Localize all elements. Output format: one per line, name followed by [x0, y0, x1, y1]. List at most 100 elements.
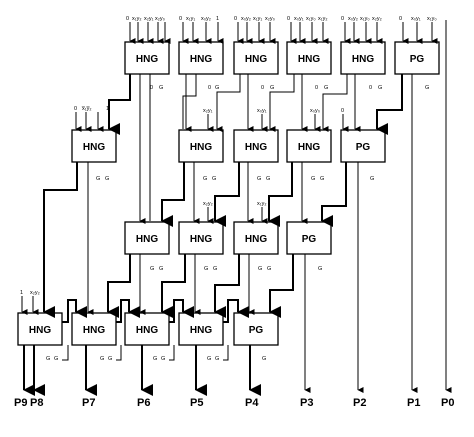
g-label: G: [105, 176, 109, 182]
inputs-r0-c0: 0 x₁y₂ x₂y₁ x₂y₀: [126, 16, 165, 22]
inputs-r0-c5: 0 x₀y₁ x₁y₀: [399, 16, 437, 22]
gate-hng-r3-c3: HNG: [178, 312, 224, 346]
input-label: 1: [106, 106, 109, 112]
wires-row3-carry: [62, 299, 249, 361]
gate-label: HNG: [136, 54, 158, 65]
gate-label: HNG: [298, 54, 320, 65]
wires-row2-to-row3: [107, 254, 311, 393]
g-label: G: [213, 266, 217, 272]
g-label: G: [204, 266, 208, 272]
input-label-r1-c3: x₀y₀: [310, 108, 320, 114]
g-label: G: [324, 85, 328, 91]
g-label: G: [266, 176, 270, 182]
input-label: x₂y₀: [265, 16, 275, 22]
gate-hng-r0-c0: HNG: [124, 41, 170, 75]
gate-pg-r1-c4: PG: [340, 129, 386, 163]
input-label: 0: [399, 16, 402, 22]
output-p2: P2: [353, 397, 366, 409]
zero-label: 0: [261, 85, 264, 91]
input-label: 0: [234, 16, 237, 22]
gate-label: PG: [249, 325, 264, 336]
input-label: 1: [216, 16, 219, 22]
gate-hng-r1-c1: HNG: [178, 129, 224, 163]
gate-label: HNG: [245, 54, 267, 65]
output-p0: P0: [441, 397, 454, 409]
gate-hng-r1-c0: HNG: [71, 129, 117, 163]
gate-label: HNG: [136, 325, 158, 336]
input-label: 0: [126, 16, 129, 22]
gate-label: HNG: [245, 234, 267, 245]
gate-label: HNG: [190, 54, 212, 65]
g-label: G: [270, 85, 274, 91]
gate-label: PG: [410, 54, 425, 65]
g-label: G: [159, 85, 163, 91]
g-label: G: [320, 176, 324, 182]
gate-pg-r2-c3: PG: [286, 221, 332, 255]
input-arrows-top: [21, 22, 438, 315]
input-label: 1: [20, 290, 23, 296]
input-label: x₀y₂: [348, 16, 358, 22]
gate-hng-r0-c2: HNG: [233, 41, 279, 75]
g-label: G: [378, 85, 382, 91]
g-label: G: [311, 176, 315, 182]
gate-pg-r3-c4: PG: [233, 312, 279, 346]
output-p4: P4: [245, 397, 259, 409]
gate-label: PG: [356, 142, 371, 153]
input-label-r2-c1: x₂y₂: [203, 201, 213, 207]
gate-hng-r2-c2: HNG: [233, 221, 279, 255]
output-labels: P9 P8 P7 P6 P5 P4 P3 P2 P1 P0: [14, 397, 454, 409]
input-label: x₁y₂: [318, 16, 328, 22]
garbage-labels: 0 G 0 G 0 G 0 G 0 G G G G G G G G G G G …: [46, 85, 429, 362]
input-label: 0: [74, 106, 77, 112]
input-label: x₂y₀: [155, 16, 165, 22]
zero-label: 0: [369, 85, 372, 91]
g-label: G: [215, 356, 219, 362]
gate-label: HNG: [83, 325, 105, 336]
input-label: x₀y₁: [294, 16, 304, 22]
output-p5: P5: [190, 397, 203, 409]
inputs-r0-c2: 0 x₀y₂ x₁y₁ x₂y₀: [234, 16, 275, 22]
gate-hng-r3-c2: HNG: [124, 312, 170, 346]
g-label: G: [153, 356, 157, 362]
input-label: x₁y₀: [306, 16, 316, 22]
gate-pg-r0-c5: PG: [394, 41, 440, 75]
g-label: G: [159, 266, 163, 272]
inputs-r3-c0: 1 x₂y₂: [20, 290, 40, 296]
wires-row1-to-row2: [43, 162, 364, 393]
input-label-r1-c1: x₂y₁: [203, 108, 213, 114]
output-p9: P9: [14, 397, 27, 409]
g-label: G: [108, 356, 112, 362]
gate-hng-r1-c2: HNG: [233, 129, 279, 163]
gate-hng-r0-c3: HNG: [286, 41, 332, 75]
g-label: G: [262, 356, 266, 362]
g-label: G: [150, 266, 154, 272]
g-label: G: [203, 176, 207, 182]
input-label: x₁y₀: [427, 16, 437, 22]
input-label: 0: [287, 16, 290, 22]
g-label: G: [212, 176, 216, 182]
gate-label: PG: [302, 234, 317, 245]
inputs-r0-c3: 0 x₀y₁ x₁y₀ x₁y₂: [287, 16, 328, 22]
zero-label: 0: [315, 85, 318, 91]
gate-label: HNG: [136, 234, 158, 245]
input-label: 0: [341, 16, 344, 22]
input-label: x̅₁y̅₂: [81, 106, 91, 112]
gate-label: HNG: [29, 325, 51, 336]
g-label: G: [46, 356, 50, 362]
gate-label: HNG: [245, 142, 267, 153]
input-label: x₁y₁: [186, 16, 195, 22]
zero-label: 0: [208, 85, 211, 91]
gate-hng-r1-c3: HNG: [286, 129, 332, 163]
g-label: G: [96, 176, 100, 182]
gate-label: HNG: [298, 142, 320, 153]
gate-hng-r3-c1: HNG: [71, 312, 117, 346]
inputs-r0-c1: 0 x₁y₁ x₀y₂ 1: [179, 16, 219, 22]
g-label: G: [207, 356, 211, 362]
zero-label: 0: [150, 85, 153, 91]
input-label-r1-c4: 0: [341, 108, 344, 114]
input-label: 0: [179, 16, 182, 22]
wires-row0-to-row1: [108, 74, 418, 393]
g-label: G: [425, 85, 429, 91]
output-wires: [23, 20, 452, 396]
input-label-r2-c2: x₁y₂: [257, 201, 267, 207]
